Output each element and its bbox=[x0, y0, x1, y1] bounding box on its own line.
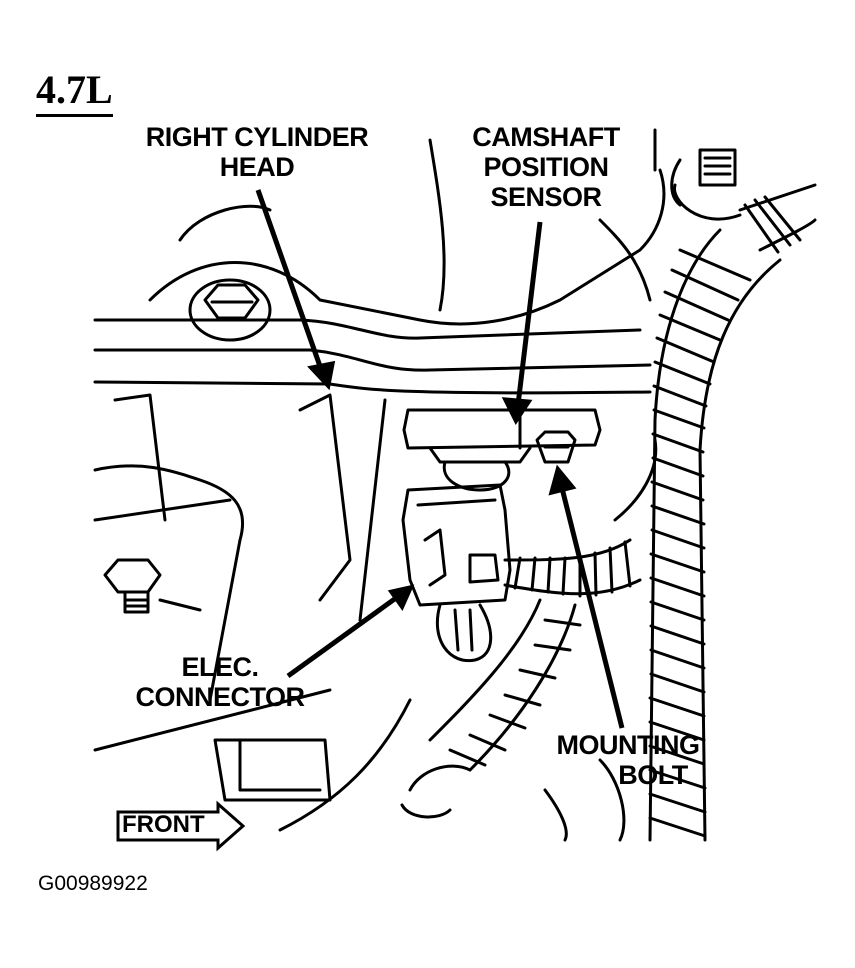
cylinder-head-outline bbox=[148, 168, 666, 326]
electrical-connector bbox=[401, 483, 512, 663]
label-elec-connector: ELEC. CONNECTOR bbox=[135, 652, 305, 712]
label-right-cylinder-head: RIGHT CYLINDER HEAD bbox=[145, 122, 369, 182]
harness-stud bbox=[670, 148, 742, 221]
front-arrow bbox=[116, 800, 246, 852]
front-label: FRONT bbox=[122, 811, 205, 838]
mounting-bolt bbox=[535, 430, 577, 464]
label-mounting-bolt: MOUNTING BOLT bbox=[556, 730, 700, 790]
wiring-loom bbox=[613, 183, 817, 842]
arrow-right-cylinder-head bbox=[255, 189, 325, 373]
figure-code: G00989922 bbox=[38, 872, 148, 895]
camshaft-position-sensor bbox=[402, 408, 602, 492]
engine-size-title: 4.7L bbox=[36, 68, 113, 117]
arrow-elec-connector bbox=[286, 595, 398, 679]
label-camshaft-position-sensor: CAMSHAFT POSITION SENSOR bbox=[472, 122, 620, 212]
cylinder-head-bolt bbox=[188, 278, 272, 342]
cylinder-head-edge bbox=[93, 318, 642, 340]
cylinder-head-rail bbox=[93, 348, 652, 372]
block-bolt bbox=[103, 558, 202, 614]
arrow-camshaft-sensor bbox=[515, 221, 543, 406]
arrow-mounting-bolt bbox=[559, 487, 625, 729]
